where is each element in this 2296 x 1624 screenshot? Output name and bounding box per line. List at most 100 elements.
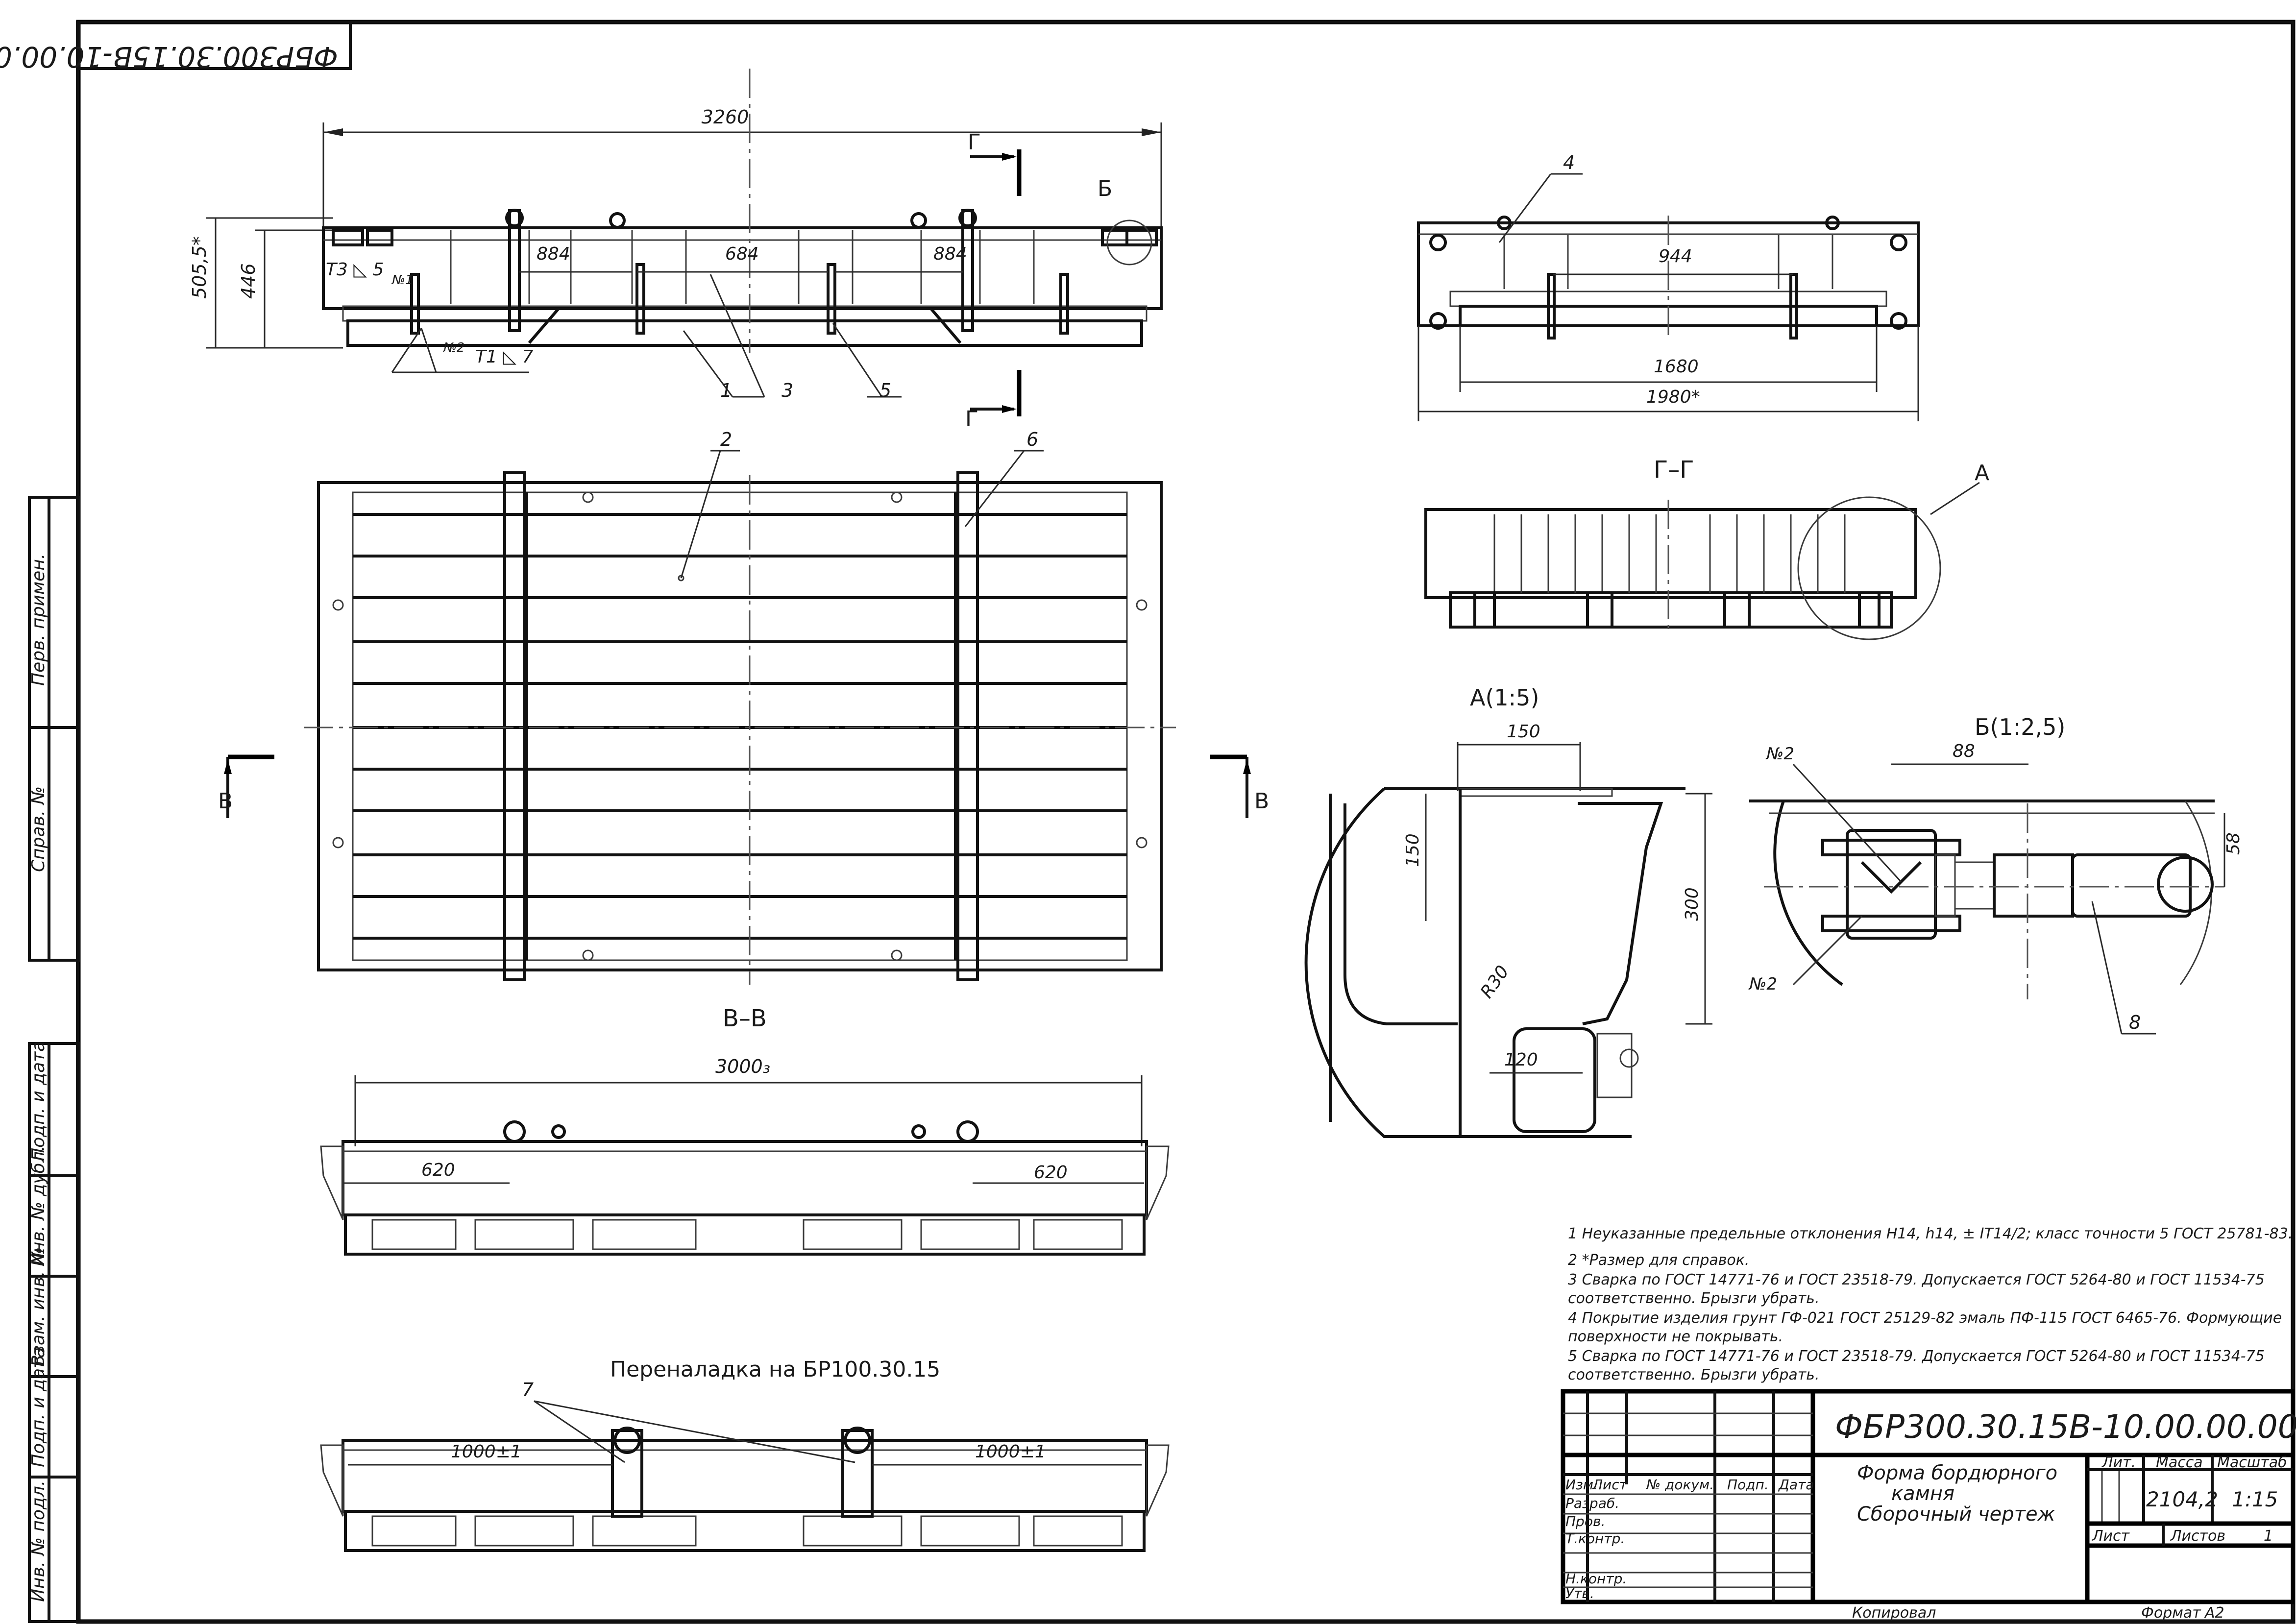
tb-name-3: Сборочный чертеж bbox=[1857, 1503, 2055, 1526]
dim-446: 446 bbox=[238, 263, 259, 299]
dim-1000b: 1000±1 bbox=[975, 1442, 1046, 1462]
leader-1: 1 bbox=[720, 380, 732, 401]
dim-300: 300 bbox=[1682, 887, 1702, 921]
tb-scale-label: Масштаб bbox=[2217, 1454, 2287, 1471]
rotated-code: ФБР300.30.15В-10.00.00.000 СБ bbox=[0, 40, 338, 73]
side-label-dubl: Инв. № дубл. bbox=[28, 1146, 49, 1266]
dim-120: 120 bbox=[1504, 1050, 1538, 1070]
side-label-podp1: Подп. и дата bbox=[28, 1041, 49, 1161]
note-line-1: 1 Неуказанные предельные отклонения Н14,… bbox=[1568, 1225, 2293, 1242]
leader-3: 3 bbox=[782, 380, 793, 401]
tb-name-2: камня bbox=[1891, 1482, 1954, 1505]
note-line-7: 5 Сварка по ГОСТ 14771-76 и ГОСТ 23518-7… bbox=[1568, 1348, 2265, 1365]
side-label-vzam: Взам. инв. № bbox=[28, 1247, 49, 1367]
tb-podp: Подп. bbox=[1727, 1477, 1769, 1493]
note-line-3: 3 Сварка по ГОСТ 14771-76 и ГОСТ 23518-7… bbox=[1568, 1271, 2265, 1288]
side-label-podp2: Подп. и дата bbox=[28, 1347, 49, 1467]
dim-684: 684 bbox=[725, 244, 759, 264]
mark-a: А bbox=[1975, 461, 1989, 485]
weld-b-n2a: №2 bbox=[1765, 744, 1794, 764]
section-gg: Г–Г А bbox=[1424, 456, 1989, 640]
leader-8: 8 bbox=[2129, 1012, 2141, 1033]
dim-150a: 150 bbox=[1507, 722, 1540, 742]
side-view: 944 1680 1980* 4 bbox=[1417, 152, 1920, 421]
tb-prov: Пров. bbox=[1565, 1513, 1605, 1529]
note-line-2: 2 *Размер для справок. bbox=[1568, 1252, 1749, 1269]
tb-sheets-label: Листов bbox=[2170, 1527, 2225, 1545]
side-label-podl: Инв. № подл. bbox=[28, 1480, 49, 1602]
note-line-5: 4 Покрытие изделия грунт ГФ-021 ГОСТ 251… bbox=[1568, 1309, 2282, 1327]
marker-g-bottom: Г bbox=[965, 407, 978, 432]
weld-t3: Т3 ◺ 5 bbox=[326, 260, 384, 280]
dim-620a: 620 bbox=[421, 1160, 455, 1180]
dim-884b: 884 bbox=[933, 244, 967, 264]
detail-a-title: А(1:5) bbox=[1470, 684, 1539, 711]
marker-v-left: В bbox=[218, 789, 233, 814]
section-vv-title: В–В bbox=[723, 1005, 767, 1032]
leader-4: 4 bbox=[1563, 152, 1575, 173]
section-vv: В–В 3000₃ 620 620 bbox=[320, 1005, 1170, 1256]
tb-sheets: 1 bbox=[2264, 1527, 2273, 1545]
changeover-title: Переналадка на БР100.30.15 bbox=[610, 1357, 940, 1382]
weld-n1: №1 bbox=[391, 273, 414, 288]
tb-name-1: Форма бордюрного bbox=[1857, 1462, 2057, 1484]
dim-505: 505,5* bbox=[189, 236, 210, 299]
dim-620b: 620 bbox=[1034, 1163, 1068, 1183]
weld-t1: Т1 ◺ 7 bbox=[475, 347, 533, 367]
tb-mass: 2104,2 bbox=[2146, 1487, 2218, 1511]
note-line-6: поверхности не покрывать. bbox=[1568, 1328, 1783, 1345]
weld-b-n2b: №2 bbox=[1748, 974, 1777, 994]
dim-944: 944 bbox=[1659, 246, 1692, 267]
tb-utv: Утв. bbox=[1565, 1585, 1594, 1601]
note-line-8: соответственно. Брызги убрать. bbox=[1568, 1366, 1820, 1383]
marker-g-top: Г bbox=[968, 130, 981, 155]
tb-date: Дата bbox=[1778, 1477, 1814, 1493]
sheet-frame bbox=[76, 20, 2296, 1624]
dim-58: 58 bbox=[2223, 832, 2244, 855]
dim-r30: R30 bbox=[1477, 962, 1513, 1002]
section-gg-title: Г–Г bbox=[1654, 456, 1694, 484]
leader-6: 6 bbox=[1026, 429, 1038, 450]
dim-1980: 1980* bbox=[1646, 387, 1700, 407]
side-table: Перв. примен. Справ. № Подп. и дата Инв.… bbox=[28, 496, 80, 1623]
leader-7: 7 bbox=[522, 1379, 534, 1401]
tb-izm: Изм. bbox=[1565, 1477, 1598, 1493]
dim-3260: 3260 bbox=[702, 106, 749, 128]
tb-nkontr: Н.контр. bbox=[1565, 1571, 1627, 1587]
tb-copied: Копировал bbox=[1852, 1604, 1936, 1622]
dim-88: 88 bbox=[1953, 741, 1975, 761]
tb-scale: 1:15 bbox=[2232, 1487, 2278, 1511]
tb-format: А2 bbox=[2204, 1604, 2224, 1622]
dim-1000a: 1000±1 bbox=[451, 1442, 522, 1462]
mark-b: Б bbox=[1098, 176, 1112, 201]
title-block: Изм. Лист № докум. Подп. Дата Разраб. Пр… bbox=[1561, 1389, 2296, 1622]
tb-code: ФБР300.30.15В-10.00.00.000 СБ bbox=[1835, 1408, 2296, 1446]
tb-list: Лист bbox=[1592, 1477, 1628, 1493]
dim-884a: 884 bbox=[537, 244, 570, 264]
weld-n2: №2 bbox=[442, 340, 465, 355]
tb-sheet-label: Лист bbox=[2092, 1527, 2130, 1545]
changeover-view: Переналадка на БР100.30.15 1000±1 1000±1… bbox=[320, 1357, 1170, 1552]
tb-format-label: Формат bbox=[2141, 1604, 2201, 1622]
tb-mass-label: Масса bbox=[2156, 1454, 2203, 1471]
dim-1680: 1680 bbox=[1654, 357, 1699, 377]
tb-razrab: Разраб. bbox=[1565, 1495, 1619, 1511]
side-label-perv: Перв. примен. bbox=[28, 554, 49, 686]
front-view: 3260 505,5* 446 bbox=[189, 69, 1163, 432]
dim-150b: 150 bbox=[1403, 833, 1423, 867]
tb-lit-label: Лит. bbox=[2101, 1454, 2136, 1471]
tb-doc: № докум. bbox=[1645, 1477, 1714, 1493]
detail-b: Б(1:2,5) 88 58 №2 №2 8 bbox=[1748, 714, 2244, 1035]
detail-b-title: Б(1:2,5) bbox=[1975, 714, 2065, 740]
rotated-code-box: ФБР300.30.15В-10.00.00.000 СБ bbox=[0, 21, 352, 73]
note-line-4: соответственно. Брызги убрать. bbox=[1568, 1290, 1820, 1307]
leader-5: 5 bbox=[879, 380, 891, 401]
leader-2: 2 bbox=[720, 429, 732, 450]
technical-notes: 1 Неуказанные предельные отклонения Н14,… bbox=[1568, 1225, 2293, 1383]
plan-view: В В 2 6 bbox=[218, 429, 1269, 985]
detail-a: А(1:5) 150 150 300 R30 120 bbox=[1304, 684, 1712, 1138]
tb-tkontr: Т.контр. bbox=[1565, 1530, 1625, 1547]
marker-v-right: В bbox=[1254, 789, 1269, 814]
dim-3000: 3000₃ bbox=[715, 1056, 770, 1077]
